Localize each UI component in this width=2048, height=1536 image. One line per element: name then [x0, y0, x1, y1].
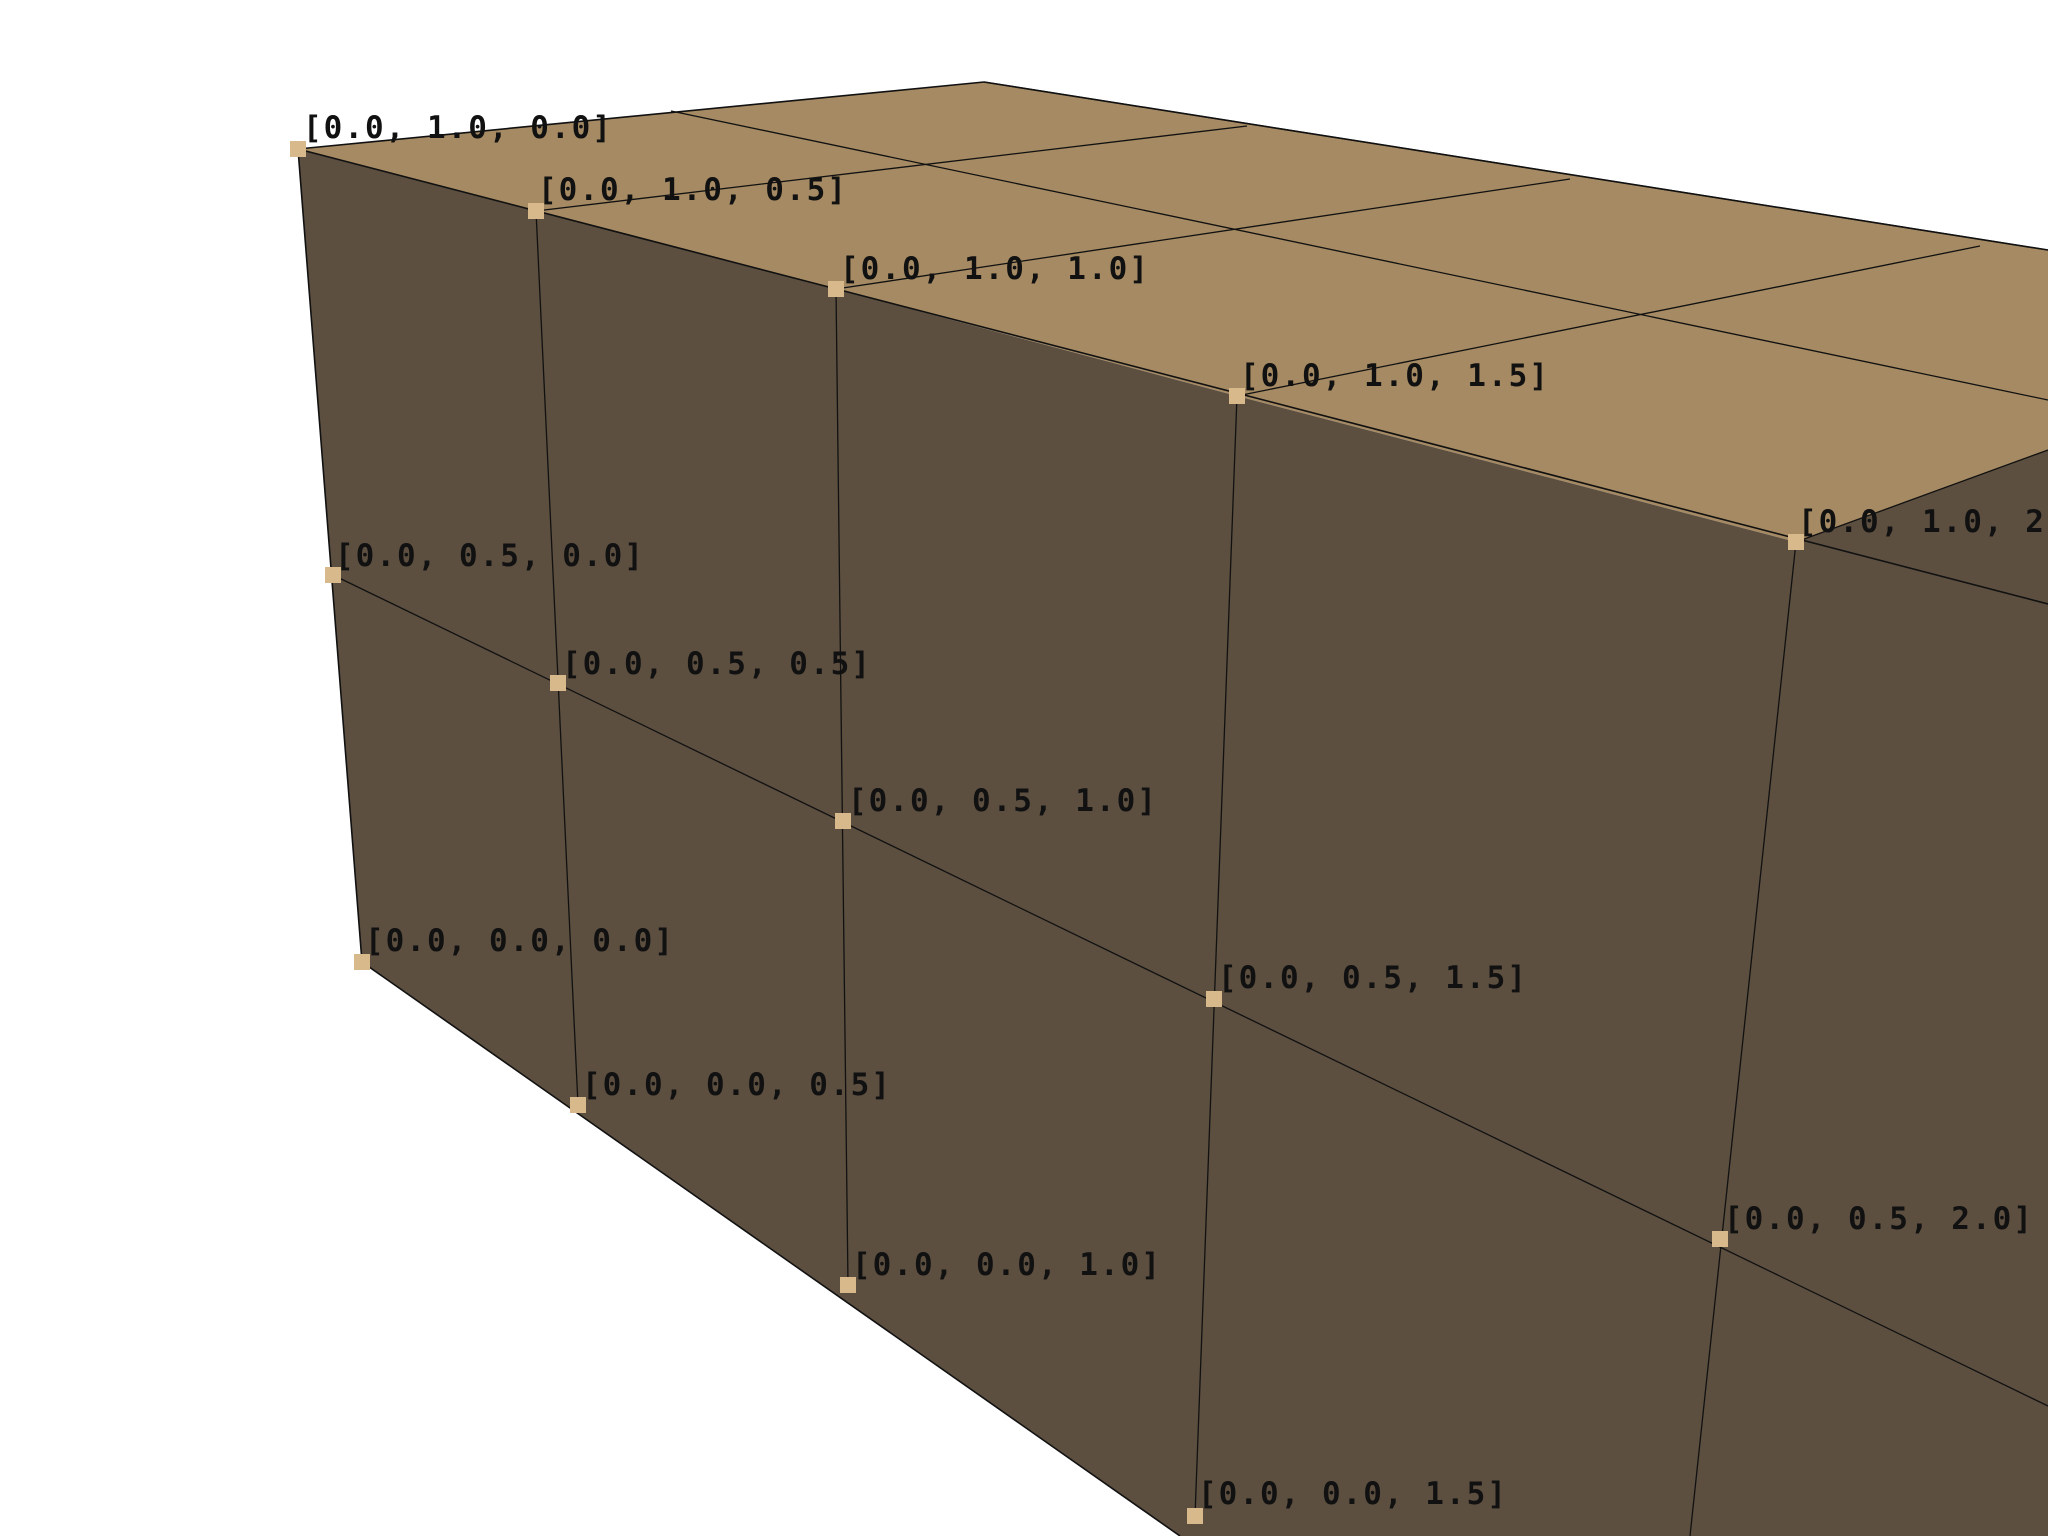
- vertex-label: [0.0, 1.0, 0.0]: [303, 110, 613, 146]
- side-face: [298, 149, 2048, 1536]
- vertex-marker[interactable]: [1187, 1508, 1203, 1524]
- vertex-label: [0.0, 0.5, 0.5]: [562, 646, 872, 682]
- top-grid-line: [1236, 245, 1981, 397]
- vertex-marker[interactable]: [290, 141, 306, 157]
- vertex-label: [0.0, 0.0, 0.5]: [582, 1067, 892, 1103]
- vertex-marker[interactable]: [1712, 1231, 1728, 1247]
- vertex-marker[interactable]: [354, 954, 370, 970]
- side-grid-line: [1689, 541, 1797, 1536]
- vertex-marker[interactable]: [828, 281, 844, 297]
- side-grid-line: [835, 288, 849, 1286]
- vertex-label: [0.0, 1.0, 0.5]: [538, 172, 848, 208]
- vertex-marker[interactable]: [1206, 991, 1222, 1007]
- side-face-grid-lines: [332, 210, 2048, 1536]
- vertex-label: [0.0, 0.0, 1.0]: [852, 1247, 1162, 1283]
- vertex-markers: [290, 141, 1804, 1524]
- vertex-marker[interactable]: [528, 203, 544, 219]
- side-grid-line: [535, 210, 579, 1106]
- vertex-marker[interactable]: [570, 1097, 586, 1113]
- top-grid-line: [535, 125, 1248, 212]
- vertex-label: [0.0, 0.5, 1.0]: [848, 783, 1158, 819]
- top-grid-line: [835, 178, 1571, 290]
- vertex-label: [0.0, 0.5, 0.0]: [335, 538, 645, 574]
- vertex-marker[interactable]: [550, 675, 566, 691]
- vertex-label: [0.0, 0.0, 0.0]: [365, 923, 675, 959]
- edge-top-far: [983, 81, 2048, 251]
- vertex-label: [0.0, 0.5, 1.5]: [1218, 960, 1528, 996]
- vertex-marker[interactable]: [1788, 534, 1804, 550]
- side-grid-line: [332, 574, 2048, 1407]
- vertex-marker[interactable]: [840, 1277, 856, 1293]
- outer-edges: [297, 81, 2048, 1536]
- vertex-marker[interactable]: [325, 567, 341, 583]
- top-face: [298, 82, 2048, 542]
- edge-bottom-front: [361, 961, 1181, 1536]
- vertex-label: [0.0, 1.0, 1.0]: [840, 251, 1150, 287]
- vertex-label: [0.0, 1.0, 2.0]: [1798, 504, 2048, 540]
- vertex-labels: [0.0, 1.0, 0.0] [0.0, 1.0, 0.5] [0.0, 1.…: [303, 110, 2048, 1512]
- vertex-label: [0.0, 0.5, 2.0]: [1724, 1201, 2034, 1237]
- vertex-label: [0.0, 0.0, 1.5]: [1198, 1476, 1508, 1512]
- vertex-marker[interactable]: [835, 813, 851, 829]
- side-grid-line: [1194, 395, 1238, 1517]
- edge-left-vertical: [297, 148, 363, 963]
- edge-top-front: [297, 148, 2048, 605]
- top-grid-line: [1795, 449, 2048, 543]
- top-grid-line: [670, 110, 2048, 401]
- vertex-label: [0.0, 1.0, 1.5]: [1240, 358, 1550, 394]
- vertex-marker[interactable]: [1229, 388, 1245, 404]
- edge-top-back: [297, 81, 985, 150]
